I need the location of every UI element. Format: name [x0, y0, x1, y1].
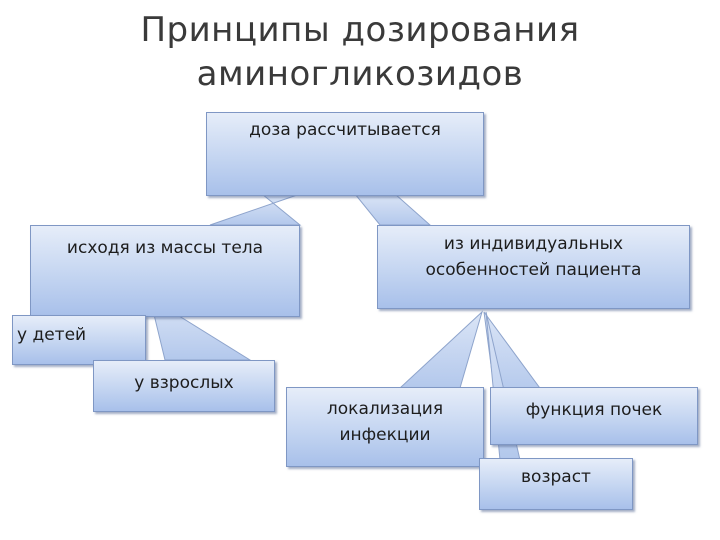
page-title: Принципы дозирования аминогликозидов: [60, 8, 660, 96]
callout-root-to-individual: [353, 193, 432, 226]
node-adults: у взрослых: [93, 360, 275, 412]
node-infection-site: локализация инфекции: [286, 387, 484, 467]
node-kidney-function-label: функция почек: [525, 400, 663, 420]
node-infection-line-1: локализация: [326, 399, 444, 419]
node-adults-label: у взрослых: [134, 373, 234, 393]
node-dose-calculated: доза рассчитывается: [206, 112, 484, 196]
callout-individual-to-infection: [398, 310, 483, 389]
node-individual-line-2: особенностей пациента: [425, 260, 642, 280]
node-age: возраст: [479, 458, 633, 510]
node-individual-line-1: из индивидуальных: [443, 234, 624, 254]
node-age-label: возраст: [521, 467, 591, 487]
title-line-2: аминогликозидов: [196, 54, 524, 94]
title-line-1: Принципы дозирования: [140, 10, 580, 50]
node-dose-calculated-label: доза рассчитывается: [249, 120, 441, 140]
node-infection-line-2: инфекции: [339, 425, 431, 445]
node-individual-features: из индивидуальных особенностей пациента: [377, 225, 690, 309]
node-kidney-function: функция почек: [490, 387, 698, 445]
node-by-body-mass-label: исходя из массы тела: [66, 238, 264, 258]
node-children-label: у детей: [17, 325, 87, 345]
node-by-body-mass: исходя из массы тела: [30, 225, 300, 317]
node-children: у детей: [12, 315, 146, 365]
callout-root-to-mass: [209, 193, 302, 226]
